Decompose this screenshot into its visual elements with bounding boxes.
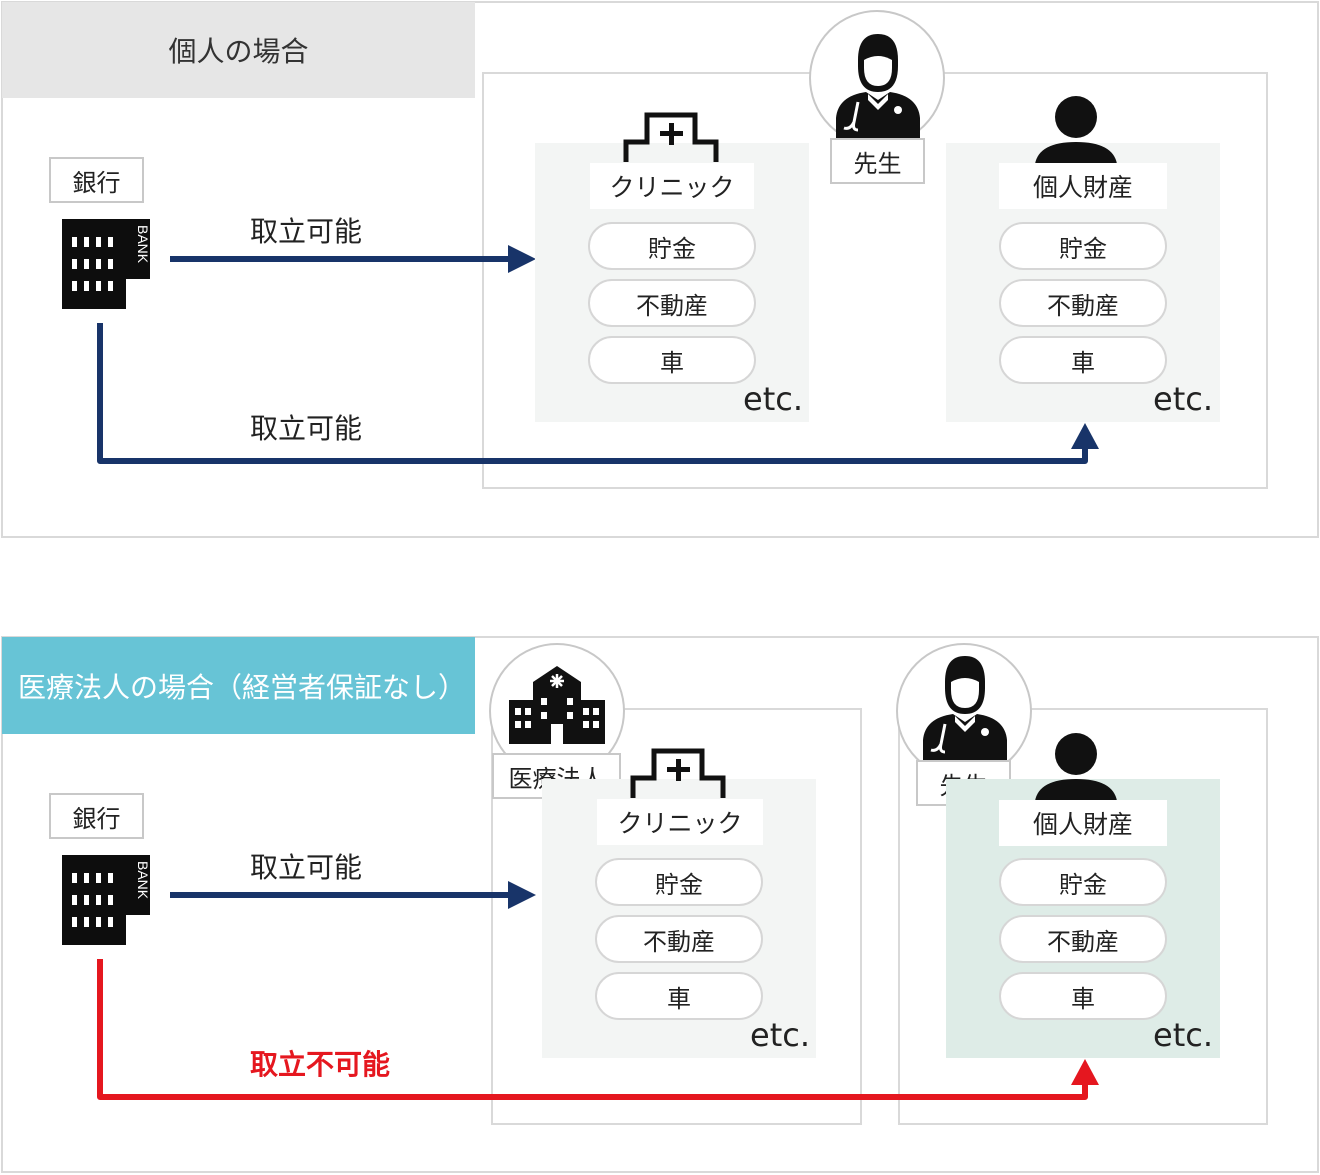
clinic-item-savings-2: 貯金 <box>595 858 763 906</box>
svg-text:BANK: BANK <box>135 861 151 900</box>
bank-building-icon: BANK <box>62 855 151 945</box>
personal-item-car: 車 <box>999 336 1167 384</box>
clinic-label-2: クリニック <box>597 799 763 845</box>
individual-case-title: 個人の場合 <box>2 2 475 98</box>
personal-item-real-estate-2: 不動産 <box>999 915 1167 963</box>
person-icon <box>1035 96 1117 164</box>
arrow-to-personal <box>97 323 1099 464</box>
clinic-cross-icon <box>623 112 719 162</box>
clinic-item-savings: 貯金 <box>588 222 756 270</box>
collect-possible-label-2: 取立可能 <box>250 412 363 445</box>
doctor-label: 先生 <box>830 138 925 184</box>
personal-assets-label: 個人財産 <box>999 163 1167 209</box>
personal-item-savings-2: 貯金 <box>999 858 1167 906</box>
person-icon <box>1035 733 1117 801</box>
collect-possible-label-3: 取立可能 <box>250 851 363 884</box>
personal-assets-label-2: 個人財産 <box>999 800 1167 846</box>
doctor-frame-2 <box>898 708 1268 1125</box>
arrow-to-clinic <box>170 245 536 273</box>
bank-label-2: 銀行 <box>49 793 144 839</box>
clinic-item-car: 車 <box>588 336 756 384</box>
bank-label: 銀行 <box>49 157 144 203</box>
doctor-icon <box>923 656 1007 762</box>
clinic-label: クリニック <box>590 163 754 209</box>
personal-etc-2: etc. <box>1153 1016 1213 1054</box>
clinic-etc-2: etc. <box>750 1016 810 1054</box>
corporation-frame <box>491 708 862 1125</box>
collect-impossible-label: 取立不可能 <box>250 1048 391 1081</box>
bank-building-icon: BANK <box>62 219 151 309</box>
personal-item-real-estate: 不動産 <box>999 279 1167 327</box>
personal-item-car-2: 車 <box>999 972 1167 1020</box>
personal-item-savings: 貯金 <box>999 222 1167 270</box>
personal-etc: etc. <box>1153 380 1213 418</box>
clinic-cross-icon <box>630 748 726 798</box>
doctor-icon <box>836 34 920 140</box>
collect-possible-label-1: 取立可能 <box>250 215 363 248</box>
hospital-building-icon <box>509 666 605 744</box>
clinic-item-real-estate-2: 不動産 <box>595 915 763 963</box>
corporation-case-title: 医療法人の場合（経営者保証なし） <box>2 637 475 734</box>
clinic-item-car-2: 車 <box>595 972 763 1020</box>
svg-text:BANK: BANK <box>135 225 151 264</box>
clinic-item-real-estate: 不動産 <box>588 279 756 327</box>
clinic-etc: etc. <box>743 380 803 418</box>
